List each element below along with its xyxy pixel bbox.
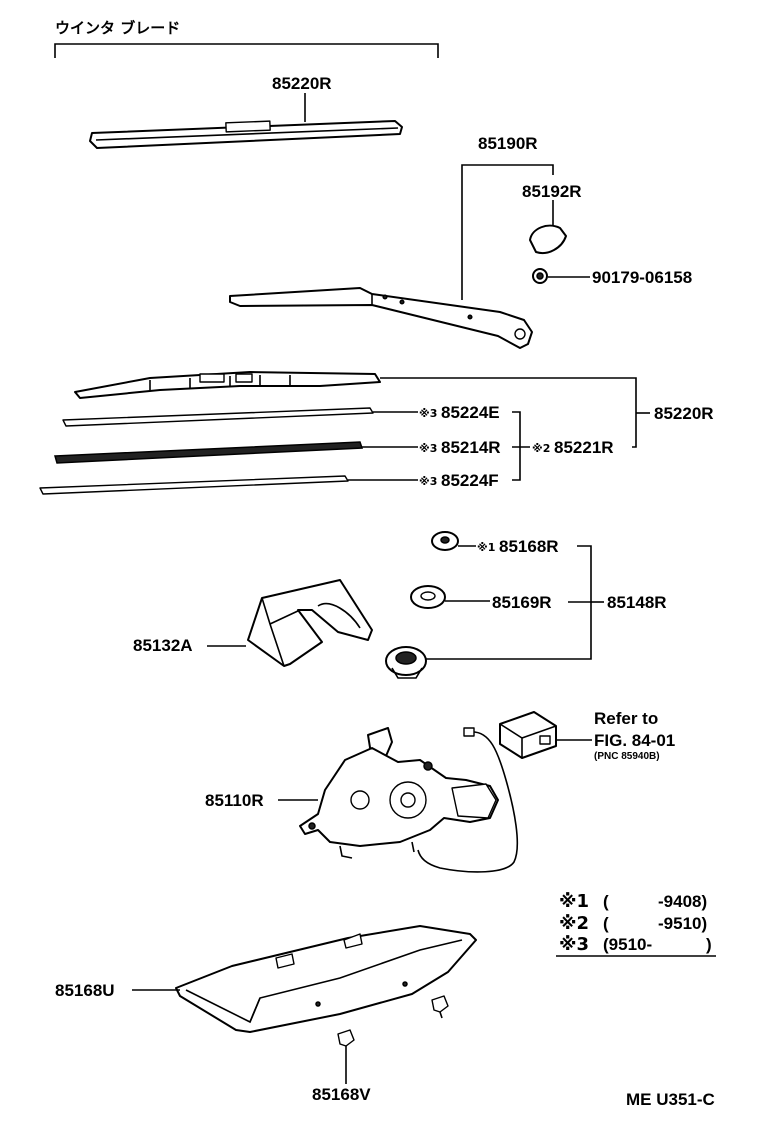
wiper-cover[interactable]: [175, 925, 477, 1033]
cover-clip[interactable]: [337, 1029, 355, 1052]
marker-rubber-upper: ※3: [419, 407, 437, 420]
wiper-rubber[interactable]: [54, 441, 364, 464]
label-pivot-assy[interactable]: 85148R: [607, 593, 667, 612]
wiper-blade-top[interactable]: [89, 120, 403, 149]
legend-range-1: -9408): [658, 892, 707, 911]
legend-open-3: (9510-: [603, 935, 652, 954]
label-blade-assy[interactable]: 85220R: [654, 404, 714, 423]
label-motor[interactable]: 85110R: [205, 791, 264, 810]
label-arm-nut[interactable]: 90179-06158: [592, 268, 692, 287]
label-arm-cap[interactable]: 85192R: [522, 182, 582, 201]
marker-rubber-assy: ※2: [532, 442, 550, 455]
legend-mark-2: ※2: [559, 913, 589, 934]
header-bracket: [54, 43, 439, 58]
wiper-arm[interactable]: [229, 287, 533, 349]
label-pivot-washer[interactable]: 85169R: [492, 593, 552, 612]
label-rubber-upper[interactable]: 85224E: [441, 403, 500, 422]
label-rubber-assy[interactable]: 85221R: [554, 438, 614, 457]
header-title: ウインタ ブレード: [55, 19, 180, 37]
label-cover[interactable]: 85168U: [55, 981, 115, 1000]
pivot-cap[interactable]: [431, 531, 459, 551]
pivot-bushing[interactable]: [385, 646, 427, 679]
motor-wire-harness[interactable]: [417, 711, 557, 873]
refer-line1: Refer to: [594, 709, 658, 728]
wiper-rubber-upper[interactable]: [62, 407, 374, 427]
marker-pivot-cap: ※1: [477, 541, 495, 554]
label-clip[interactable]: 85168V: [312, 1085, 371, 1104]
motor-bracket[interactable]: [247, 579, 373, 667]
label-blade-top[interactable]: 85220R: [272, 74, 332, 93]
legend-range-2: -9510): [658, 914, 707, 933]
refer-line3: (PNC 85940B): [594, 751, 660, 762]
leader-rubber-assy-bracket: [512, 411, 530, 481]
wiper-blade-frame[interactable]: [74, 371, 381, 399]
arm-cap[interactable]: [529, 224, 567, 254]
pivot-washer[interactable]: [410, 585, 446, 609]
legend: ※1 ( -9408) ※2 ( -9510) ※3 (9510- ): [556, 891, 716, 957]
refer-line2[interactable]: FIG. 84-01: [594, 731, 675, 750]
legend-range-3: ): [706, 935, 712, 954]
label-arm[interactable]: 85190R: [478, 134, 538, 153]
leader-arm: [461, 164, 554, 300]
marker-rubber: ※3: [419, 442, 437, 455]
label-bracket[interactable]: 85132A: [133, 636, 193, 655]
legend-open-1: (: [603, 892, 609, 911]
footer-code: ME U351-C: [626, 1090, 715, 1109]
wiper-rubber-lower[interactable]: [39, 475, 349, 495]
marker-rubber-lower: ※3: [419, 475, 437, 488]
label-rubber-lower[interactable]: 85224F: [441, 471, 499, 490]
legend-mark-3: ※3: [559, 934, 589, 955]
legend-open-2: (: [603, 914, 609, 933]
label-rubber[interactable]: 85214R: [441, 438, 501, 457]
label-pivot-cap[interactable]: 85168R: [499, 537, 559, 556]
legend-mark-1: ※1: [559, 891, 589, 912]
arm-nut[interactable]: [532, 268, 548, 284]
cover-clip-right[interactable]: [431, 995, 449, 1019]
wiper-motor[interactable]: [299, 727, 499, 859]
